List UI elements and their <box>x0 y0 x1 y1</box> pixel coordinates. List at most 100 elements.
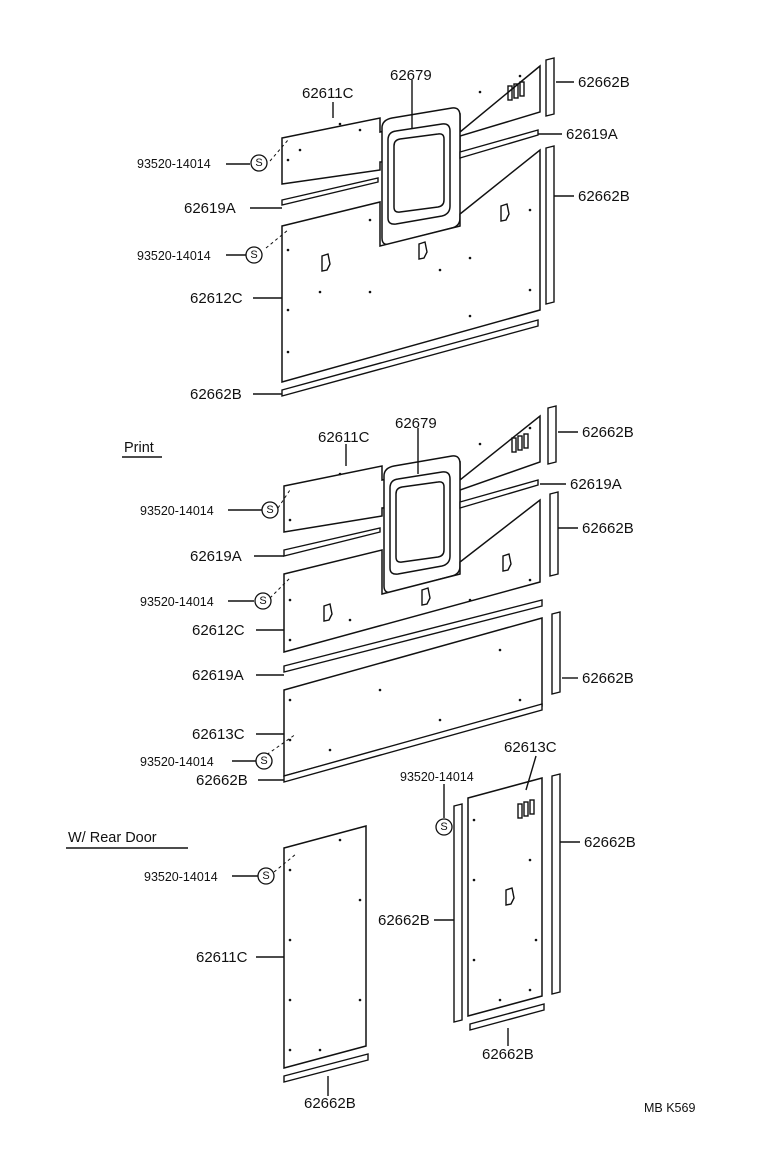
label-93520-g1b: 93520-14014 <box>137 249 211 263</box>
panel-62611C-top <box>281 64 541 185</box>
mounting-dot <box>478 90 482 94</box>
mounting-dot <box>358 998 362 1002</box>
mounting-dot <box>472 818 476 822</box>
svg-text:S: S <box>260 755 267 767</box>
mounting-dot <box>338 838 342 842</box>
label-62662B-g2a: 62662B <box>582 424 634 441</box>
mounting-dot <box>528 426 532 430</box>
group-rear-door <box>273 773 561 1083</box>
mounting-dot <box>298 148 302 152</box>
svg-text:S: S <box>259 595 266 607</box>
mounting-dot <box>288 868 292 872</box>
strip-62619A-b <box>459 129 539 159</box>
svg-text:S: S <box>250 249 257 261</box>
screw-icon <box>257 867 275 885</box>
screw-icon <box>250 154 268 172</box>
svg-text:S: S <box>262 870 269 882</box>
mounting-dot <box>286 158 290 162</box>
strip-62619A-a <box>281 177 379 206</box>
label-62662B-g2c: 62662B <box>582 670 634 687</box>
mounting-dot <box>318 290 322 294</box>
mounting-dot <box>338 122 342 126</box>
mounting-dot <box>288 598 292 602</box>
mounting-dot <box>468 314 472 318</box>
mounting-dot <box>288 998 292 1002</box>
mounting-dot <box>468 598 472 602</box>
footer-code: MB K569 <box>644 1101 695 1115</box>
label-62619A-g2b: 62619A <box>190 548 242 565</box>
panel-62612C-top <box>281 148 541 383</box>
mounting-dot <box>286 308 290 312</box>
screw-icon <box>435 818 453 836</box>
label-62662B-g3d: 62662B <box>304 1095 356 1112</box>
label-62619A-g2a: 62619A <box>570 476 622 493</box>
mounting-dot <box>368 290 372 294</box>
panel-62613C-rear <box>467 777 543 1017</box>
label-93520-g2a: 93520-14014 <box>140 504 214 518</box>
mounting-dot <box>328 748 332 752</box>
label-93520-g1a: 93520-14014 <box>137 157 211 171</box>
label-62679-g2: 62679 <box>395 415 437 432</box>
mounting-dot <box>286 350 290 354</box>
label-62662B-g1b: 62662B <box>578 188 630 205</box>
mounting-dot <box>378 688 382 692</box>
group-print <box>261 405 561 783</box>
mounting-dot <box>472 878 476 882</box>
label-93520-g2c: 93520-14014 <box>140 755 214 769</box>
mounting-dot <box>498 998 502 1002</box>
mounting-dot <box>528 988 532 992</box>
mounting-dot <box>528 208 532 212</box>
mounting-dot <box>438 718 442 722</box>
mounting-dots <box>286 74 538 1052</box>
label-62611C-g2: 62611C <box>318 429 370 446</box>
mounting-dot <box>318 1048 322 1052</box>
mounting-dot <box>534 938 538 942</box>
mounting-dot <box>528 858 532 862</box>
label-62611C-g1: 62611C <box>302 85 354 102</box>
label-62662B-g2d: 62662B <box>196 772 248 789</box>
label-93520-g2b: 93520-14014 <box>140 595 214 609</box>
vent-icon <box>511 433 529 453</box>
mounting-dot <box>288 938 292 942</box>
mounting-dot <box>338 472 342 476</box>
mounting-dot <box>368 218 372 222</box>
mounting-dot <box>358 898 362 902</box>
section-label-print: Print <box>124 440 154 456</box>
mounting-dot <box>528 578 532 582</box>
mounting-dot <box>348 618 352 622</box>
mounting-dot <box>438 268 442 272</box>
mounting-dot <box>286 248 290 252</box>
strip-62662B-v1 <box>545 57 555 117</box>
mounting-dot <box>518 74 522 78</box>
mounting-dot <box>468 256 472 260</box>
label-62662B-g2b: 62662B <box>582 520 634 537</box>
label-62679-g1: 62679 <box>390 67 432 84</box>
vent-icon <box>517 799 535 819</box>
mounting-dot <box>288 1048 292 1052</box>
label-93520-g3b: 93520-14014 <box>400 770 474 784</box>
mounting-dot <box>472 958 476 962</box>
label-62619A-g1a: 62619A <box>566 126 618 143</box>
label-62662B-g3b: 62662B <box>378 912 430 929</box>
screw-icon <box>245 246 263 264</box>
label-62662B-g1c: 62662B <box>190 386 242 403</box>
section-label-rear-door: W/ Rear Door <box>68 830 157 846</box>
screw-icon <box>255 752 273 770</box>
svg-text:S: S <box>255 157 262 169</box>
mounting-dot <box>358 128 362 132</box>
panel-62612C-mid <box>283 498 541 653</box>
label-62613C-g2: 62613C <box>192 726 245 743</box>
mounting-dot <box>478 442 482 446</box>
screw-icon <box>261 501 279 519</box>
svg-text:S: S <box>266 504 273 516</box>
label-93520-g3a: 93520-14014 <box>144 870 218 884</box>
mounting-dot <box>288 638 292 642</box>
screw-icon <box>254 592 272 610</box>
vent-icon <box>507 81 525 101</box>
panel-62611C-rear <box>283 825 367 1069</box>
label-62619A-g1b: 62619A <box>184 200 236 217</box>
strip-62662B-v2 <box>545 145 555 305</box>
label-62662B-g3c: 62662B <box>482 1046 534 1063</box>
svg-text:S: S <box>440 821 447 833</box>
